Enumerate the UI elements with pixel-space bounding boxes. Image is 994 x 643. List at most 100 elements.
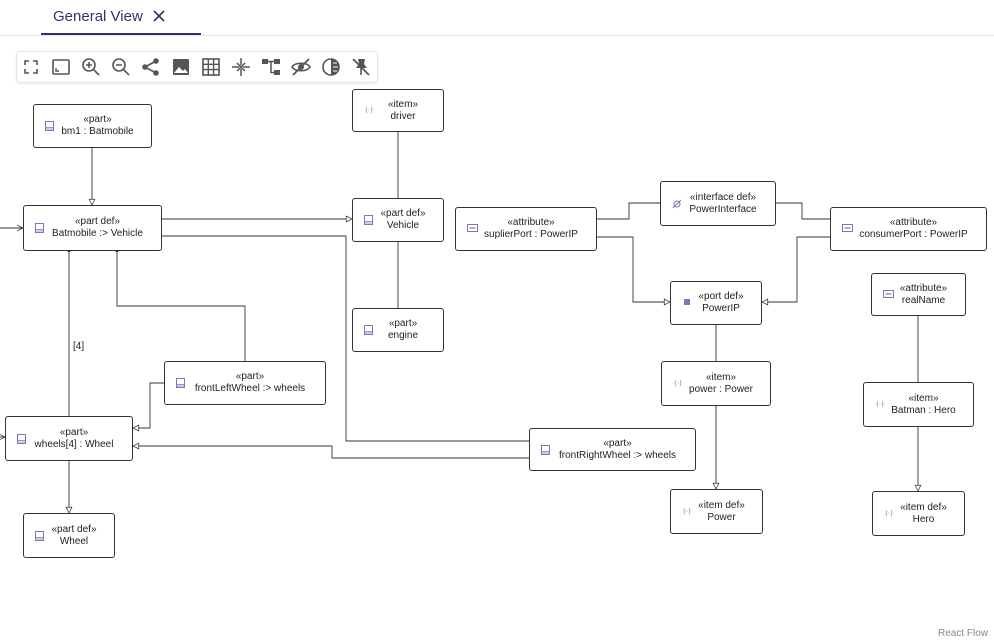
part-icon <box>35 223 44 233</box>
node-bm1[interactable]: «part»bm1 : Batmobile <box>33 104 152 148</box>
node-front-left-wheel[interactable]: «part»frontLeftWheel :> wheels <box>164 361 326 405</box>
part-icon <box>541 444 550 455</box>
attribute-icon <box>467 224 478 234</box>
svg-text:(·): (·) <box>885 509 893 517</box>
node-name: frontLeftWheel :> wheels <box>194 383 306 394</box>
tab-bar: General View <box>0 0 994 36</box>
node-name: consumerPort : PowerIP <box>859 229 968 240</box>
part-icon <box>17 433 26 444</box>
part-icon <box>176 378 185 388</box>
unpin-button[interactable] <box>350 56 372 78</box>
tab-general-view[interactable]: General View <box>41 0 201 35</box>
fullscreen-icon <box>24 60 38 74</box>
svg-text:(·): (·) <box>674 379 682 387</box>
node-name: PowerIP <box>702 303 740 314</box>
node-stereotype: «interface def» <box>689 191 757 203</box>
tab-label: General View <box>53 8 143 25</box>
node-name: power : Power <box>689 383 753 395</box>
node-name: PowerInterface <box>689 203 757 215</box>
node-real-name[interactable]: «attribute»realName <box>871 273 966 316</box>
zoom-in-button[interactable] <box>80 56 102 78</box>
node-stereotype: «part def» <box>380 208 426 219</box>
node-stereotype: «item» <box>387 98 418 110</box>
node-power-def[interactable]: (·) «item def»Power <box>670 489 763 534</box>
image-icon <box>173 59 189 75</box>
node-power-item[interactable]: (·) «item»power : Power <box>661 361 771 406</box>
export-image-button[interactable] <box>170 56 192 78</box>
node-stereotype: «attribute» <box>899 282 948 294</box>
part-icon <box>35 530 44 541</box>
frame-icon <box>52 59 70 75</box>
attribute-icon <box>883 289 894 300</box>
node-stereotype: «part» <box>83 114 112 125</box>
node-name: frontRightWheel :> wheels <box>558 449 676 461</box>
wheels-multiplicity-label: [4] <box>73 341 85 352</box>
node-name: Hero <box>912 513 935 525</box>
node-batman[interactable]: (·) «item»Batman : Hero <box>863 382 974 427</box>
node-item-driver[interactable]: (·) «item»driver <box>352 89 444 132</box>
close-icon[interactable] <box>152 9 166 23</box>
node-stereotype: «part» <box>388 318 418 329</box>
edge-frontleft-batmobile <box>114 246 246 361</box>
zoom-out-icon <box>112 58 130 76</box>
part-icon <box>364 325 373 335</box>
node-name: Batmobile :> Vehicle <box>52 228 143 239</box>
node-wheels[interactable]: «part»wheels[4] : Wheel <box>5 416 133 461</box>
node-power-ip[interactable]: «port def»PowerIP <box>670 281 762 325</box>
item-icon: (·) <box>682 507 691 517</box>
zoom-out-button[interactable] <box>110 56 132 78</box>
hide-button[interactable] <box>290 56 312 78</box>
node-front-right-wheel[interactable]: «part»frontRightWheel :> wheels <box>529 428 696 471</box>
fit-selection-button[interactable] <box>50 56 72 78</box>
contrast-button[interactable] <box>320 56 342 78</box>
edge-frontleft-wheels <box>133 382 164 428</box>
node-stereotype: «attribute» <box>507 217 555 228</box>
node-stereotype: «item def» <box>900 501 947 513</box>
zoom-in-icon <box>82 58 100 76</box>
hierarchy-icon <box>262 59 280 75</box>
node-stereotype: «item def» <box>698 499 745 511</box>
node-name: bm1 : Batmobile <box>61 126 134 137</box>
share-button[interactable] <box>140 56 162 78</box>
node-stereotype: «port def» <box>698 291 744 302</box>
svg-text:(·): (·) <box>365 106 373 114</box>
fit-view-button[interactable] <box>20 56 42 78</box>
arrange-button[interactable] <box>230 56 252 78</box>
edge-consumer-interface <box>769 200 830 220</box>
contrast-icon <box>322 58 340 76</box>
node-power-interface[interactable]: «interface def»PowerInterface <box>660 181 776 226</box>
node-name: suplierPort : PowerIP <box>484 229 578 240</box>
node-hero-def[interactable]: (·) «item def»Hero <box>872 491 965 536</box>
node-suplier-port[interactable]: «attribute»suplierPort : PowerIP <box>455 207 597 251</box>
interface-icon <box>672 199 682 209</box>
item-icon: (·) <box>884 509 893 519</box>
node-name: realName <box>901 294 946 306</box>
node-engine[interactable]: «part»engine <box>352 308 444 352</box>
node-vehicle[interactable]: «part def»Vehicle <box>352 198 444 242</box>
node-name: driver <box>390 110 416 122</box>
diagram-toolbar <box>16 51 378 83</box>
pin-off-icon <box>352 58 370 76</box>
node-stereotype: «part» <box>235 371 265 382</box>
node-consumer-port[interactable]: «attribute»consumerPort : PowerIP <box>830 207 987 251</box>
edge-frontright-batmobile <box>156 233 529 442</box>
share-icon <box>142 58 159 76</box>
edge-consumer-powerip <box>762 236 830 302</box>
node-batmobile[interactable]: «part def»Batmobile :> Vehicle <box>23 205 162 251</box>
react-flow-attribution[interactable]: React Flow <box>937 628 988 639</box>
node-stereotype: «part def» <box>74 216 121 227</box>
node-name: Wheel <box>59 535 89 547</box>
grid-button[interactable] <box>200 56 222 78</box>
item-icon: (·) <box>364 106 373 116</box>
node-stereotype: «part» <box>59 426 89 438</box>
node-wheel-def[interactable]: «part def»Wheel <box>23 513 115 558</box>
port-icon <box>682 298 691 308</box>
layout-tree-button[interactable] <box>260 56 282 78</box>
eye-off-icon <box>291 58 311 76</box>
item-icon: (·) <box>673 379 682 389</box>
node-name: Power <box>707 511 736 523</box>
grid-icon <box>202 58 220 76</box>
node-name: Vehicle <box>386 220 420 231</box>
edge-frontright-wheels <box>133 446 529 459</box>
